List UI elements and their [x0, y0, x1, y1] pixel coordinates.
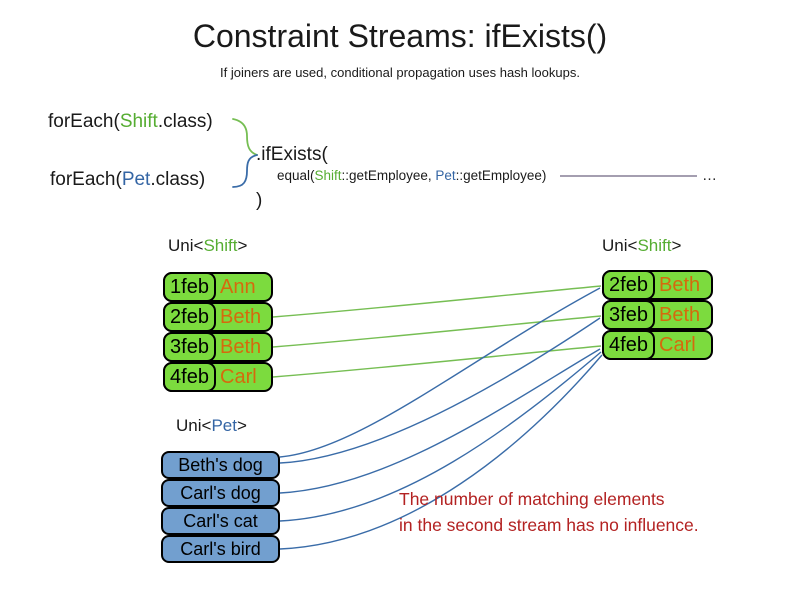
connector-shift-2feb — [272, 285, 602, 318]
connector-carlsdog-4feb — [279, 348, 601, 494]
shift-row-2feb-beth: 2feb Beth — [163, 302, 273, 332]
shift-row-1feb-ann: 1feb Ann — [163, 272, 273, 302]
date-cell: 4feb — [163, 362, 216, 392]
label-text: > — [671, 236, 682, 255]
right-shift-table: 2feb Beth 3feb Beth 4feb Carl — [602, 270, 713, 360]
employee-name: Beth — [220, 335, 262, 358]
brace-top-green — [232, 118, 258, 156]
label-text: Uni< — [176, 416, 212, 435]
connector-shift-3feb — [272, 315, 602, 348]
code-close-paren: ) — [256, 190, 263, 211]
date-cell: 1feb — [163, 272, 216, 302]
code-equal-joiner: equal(Shift::getEmployee, Pet::getEmploy… — [277, 168, 546, 183]
code-ifexists: .ifExists( — [256, 144, 328, 165]
code-text: forEach( — [50, 169, 122, 190]
label-text: > — [237, 236, 248, 255]
shift-type-token: Shift — [119, 111, 158, 132]
shift-row-2feb-beth: 2feb Beth — [602, 270, 713, 300]
connector-bethsdog-3feb — [279, 317, 601, 464]
left-shift-table: 1feb Ann 2feb Beth 3feb Beth 4feb Carl — [163, 272, 273, 392]
shift-type-token: Shift — [637, 236, 672, 255]
note-line-2: in the second stream has no influence. — [399, 515, 699, 535]
connector-carlscat-4feb — [279, 351, 602, 522]
employee-name: Carl — [659, 333, 696, 356]
note-text: The number of matching elements in the s… — [399, 486, 699, 538]
code-foreach-shift: forEach(Shift.class) — [48, 111, 213, 133]
label-text: > — [236, 416, 247, 435]
code-text: ::getEmployee) — [455, 168, 547, 183]
left-uni-shift-label: Uni<Shift> — [168, 236, 247, 256]
page-title: Constraint Streams: ifExists() — [192, 18, 608, 54]
shift-type-token: Shift — [203, 236, 238, 255]
pet-box-carls-dog: Carl's dog — [161, 479, 280, 507]
code-ellipsis: … — [702, 167, 718, 184]
code-text: ::getEmployee, — [341, 168, 436, 183]
note-line-1: The number of matching elements — [399, 489, 665, 509]
label-text: Uni< — [602, 236, 638, 255]
date-cell: 2feb — [602, 270, 655, 300]
date-cell: 3feb — [602, 300, 655, 330]
connector-bethsdog-2feb — [279, 287, 601, 458]
employee-name: Carl — [220, 365, 257, 388]
employee-name: Beth — [220, 305, 262, 328]
date-cell: 4feb — [602, 330, 655, 360]
employee-name: Beth — [659, 273, 701, 296]
code-text: forEach( — [48, 111, 120, 132]
code-text: equal( — [277, 168, 315, 183]
brace-bottom-blue — [232, 154, 258, 188]
date-cell: 3feb — [163, 332, 216, 362]
pet-box-carls-bird: Carl's bird — [161, 535, 280, 563]
code-foreach-pet: forEach(Pet.class) — [50, 169, 205, 191]
code-text: .class) — [150, 169, 206, 190]
connector-shift-4feb — [272, 345, 602, 378]
pet-list: Beth's dog Carl's dog Carl's cat Carl's … — [161, 451, 280, 563]
shift-row-3feb-beth: 3feb Beth — [163, 332, 273, 362]
label-text: Uni< — [168, 236, 204, 255]
date-cell: 2feb — [163, 302, 216, 332]
uni-pet-label: Uni<Pet> — [176, 416, 247, 436]
employee-name: Beth — [659, 303, 701, 326]
employee-name: Ann — [220, 275, 256, 298]
pet-box-carls-cat: Carl's cat — [161, 507, 280, 535]
pet-type-token: Pet — [121, 169, 151, 190]
shift-row-4feb-carl: 4feb Carl — [602, 330, 713, 360]
pet-type-token: Pet — [211, 416, 237, 435]
right-uni-shift-label: Uni<Shift> — [602, 236, 681, 256]
shift-row-3feb-beth: 3feb Beth — [602, 300, 713, 330]
pet-type-token: Pet — [435, 168, 456, 183]
pet-box-beths-dog: Beth's dog — [161, 451, 280, 479]
code-text: .class) — [157, 111, 213, 132]
shift-type-token: Shift — [314, 168, 342, 183]
page-subtitle: If joiners are used, conditional propaga… — [220, 65, 580, 80]
shift-row-4feb-carl: 4feb Carl — [163, 362, 273, 392]
connector-carlsbird-4feb — [279, 354, 603, 550]
